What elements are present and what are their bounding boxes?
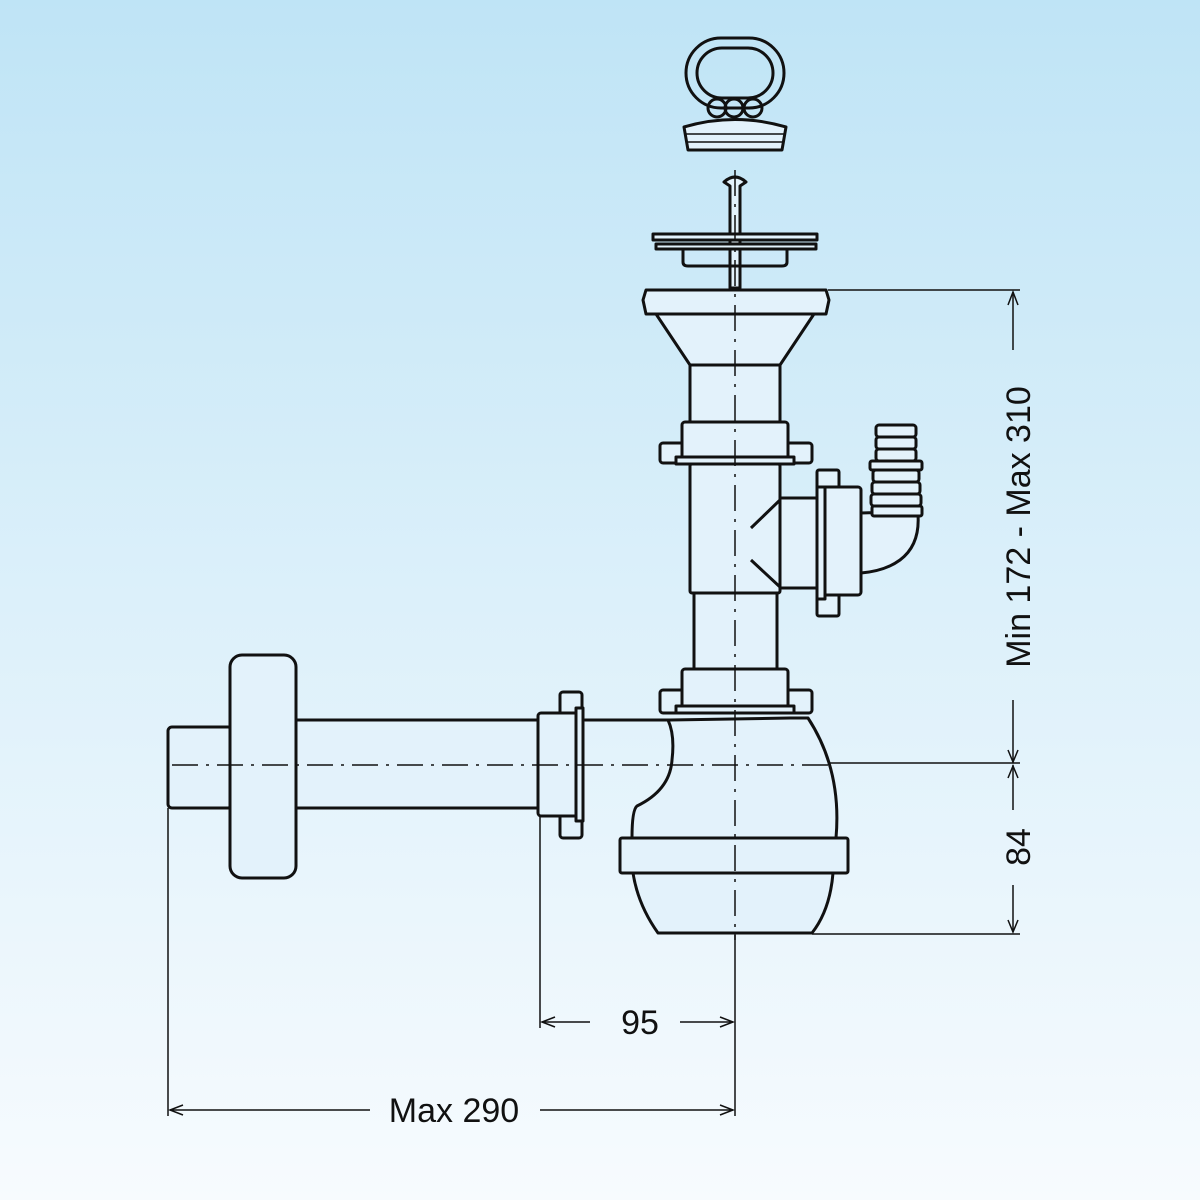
outlet-body [641,288,924,715]
offset-label: 95 [621,1004,659,1042]
hose-barb [868,423,924,518]
dimension-lines [167,289,1020,1116]
bottle-trap [583,716,850,935]
max-length-label: Max 290 [389,1092,519,1130]
trap-depth-label: 84 [1000,828,1038,866]
height-range-label: Min 172 - Max 310 [1000,386,1038,668]
sink-plug [682,36,788,152]
waste-pipe [166,653,585,880]
